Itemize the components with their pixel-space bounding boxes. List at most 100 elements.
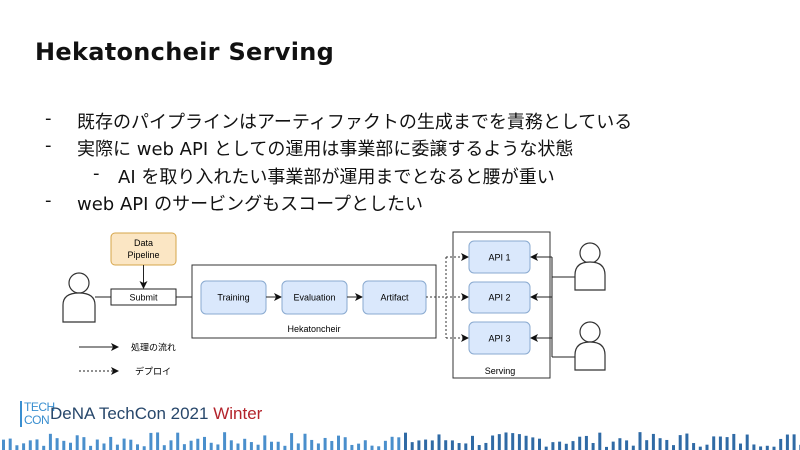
decorative-bar — [283, 445, 287, 450]
decorative-bar — [337, 435, 340, 450]
decorative-bar — [471, 435, 474, 450]
decorative-bar — [752, 444, 756, 450]
serving-box — [452, 231, 551, 379]
decorative-bar — [149, 432, 153, 450]
serving-label: Serving — [485, 366, 516, 376]
decorative-bar — [316, 443, 320, 450]
decorative-bar — [517, 434, 521, 450]
decorative-bar — [216, 444, 220, 450]
decorative-bar — [524, 435, 528, 450]
decorative-bar — [739, 443, 742, 450]
bullet-text: web API のサービングもスコープとしたい — [77, 194, 424, 215]
decorative-bar — [196, 438, 200, 450]
decorative-bar — [638, 432, 642, 450]
decorative-bar — [102, 443, 106, 450]
decorative-bar — [551, 442, 555, 450]
legend-deploy-label: デプロイ — [135, 366, 171, 378]
event-name: DeNA TechCon 2021 — [50, 404, 209, 423]
decorative-bar — [55, 438, 59, 450]
training-label: Training — [217, 293, 249, 303]
decorative-bar — [229, 440, 233, 450]
decorative-bar — [497, 434, 501, 450]
decorative-bar — [618, 438, 622, 450]
decorative-bar — [672, 445, 675, 450]
decorative-bar — [410, 442, 414, 450]
decorative-bar — [75, 435, 79, 450]
bullet-marker: - — [45, 108, 52, 129]
decorative-bar — [611, 441, 615, 450]
decorative-bar — [182, 444, 186, 450]
decorative-bar — [464, 443, 468, 450]
decorative-bar — [310, 439, 314, 450]
decorative-bar — [236, 443, 240, 450]
data-pipeline-label: Data — [134, 238, 153, 248]
decorative-bar — [115, 444, 119, 450]
decorative-bar — [444, 440, 448, 450]
footer-event: DeNA TechCon 2021 Winter — [50, 404, 262, 424]
decorative-bar — [571, 441, 575, 450]
decorative-bar — [343, 437, 347, 450]
decorative-bar — [122, 438, 126, 450]
decorative-bar — [189, 440, 193, 450]
decorative-bar — [698, 446, 702, 450]
decorative-bar — [779, 438, 783, 450]
decorative-bar — [162, 445, 166, 450]
decorative-bar — [544, 446, 548, 450]
artifact-label: Artifact — [380, 293, 409, 303]
decorative-bar — [28, 440, 32, 450]
decorative-bar — [370, 445, 374, 450]
decorative-bar — [330, 440, 334, 450]
data-pipeline-label: Pipeline — [127, 250, 159, 260]
decorative-bar — [223, 432, 227, 450]
decorative-bar — [169, 440, 173, 450]
decorative-bar — [631, 445, 635, 450]
decorative-bar — [15, 445, 19, 450]
api-2-label: API 2 — [488, 293, 510, 303]
logo-line: CON — [24, 413, 50, 427]
decorative-bar — [417, 440, 421, 450]
decorative-bar — [156, 432, 160, 450]
event-season: Winter — [213, 404, 263, 423]
decorative-bar — [645, 440, 649, 450]
decorative-bar — [558, 441, 562, 450]
bullet-text: 実際に web API としての運用は事業部に委譲するような状態 — [77, 139, 574, 160]
hekatoncheir-label: Hekatoncheir — [287, 324, 340, 334]
decorative-bar — [705, 444, 709, 450]
decorative-bar — [531, 437, 535, 450]
decorative-bar — [8, 438, 12, 450]
decorative-bar — [678, 435, 682, 450]
decorative-bar — [377, 446, 381, 450]
api-1-label: API 1 — [488, 253, 510, 263]
submit-label: Submit — [129, 293, 158, 303]
decorative-bar — [718, 436, 722, 450]
decorative-bar — [511, 433, 515, 450]
user-icon — [574, 242, 606, 291]
decorative-bar — [591, 442, 595, 450]
decorative-bar — [109, 436, 113, 450]
decorative-bar — [323, 437, 327, 450]
decorative-bars — [2, 432, 800, 450]
user-icon — [574, 321, 606, 371]
decorative-bar — [136, 444, 139, 450]
decorative-bar — [772, 446, 776, 450]
decorative-bar — [303, 433, 307, 450]
decorative-bar — [785, 434, 789, 450]
decorative-bar — [62, 440, 66, 450]
legend-flow-label: 処理の流れ — [131, 342, 176, 354]
decorative-bar — [625, 440, 629, 450]
user-icon — [62, 272, 96, 323]
decorative-bar — [430, 440, 434, 450]
decorative-bar — [759, 446, 763, 450]
decorative-bar — [685, 433, 689, 450]
slide-title: Hekatoncheir Serving — [35, 38, 335, 66]
decorative-bar — [69, 442, 72, 450]
decorative-bar — [350, 444, 354, 450]
bullet-text: 既存のパイプラインはアーティファクトの生成までを責務としている — [77, 112, 633, 133]
decorative-bar — [605, 446, 608, 450]
bullet-marker: - — [45, 190, 52, 211]
decorative-bar — [450, 440, 454, 450]
decorative-bar — [457, 443, 461, 450]
decorative-bar — [745, 434, 749, 450]
decorative-bar — [658, 438, 662, 450]
